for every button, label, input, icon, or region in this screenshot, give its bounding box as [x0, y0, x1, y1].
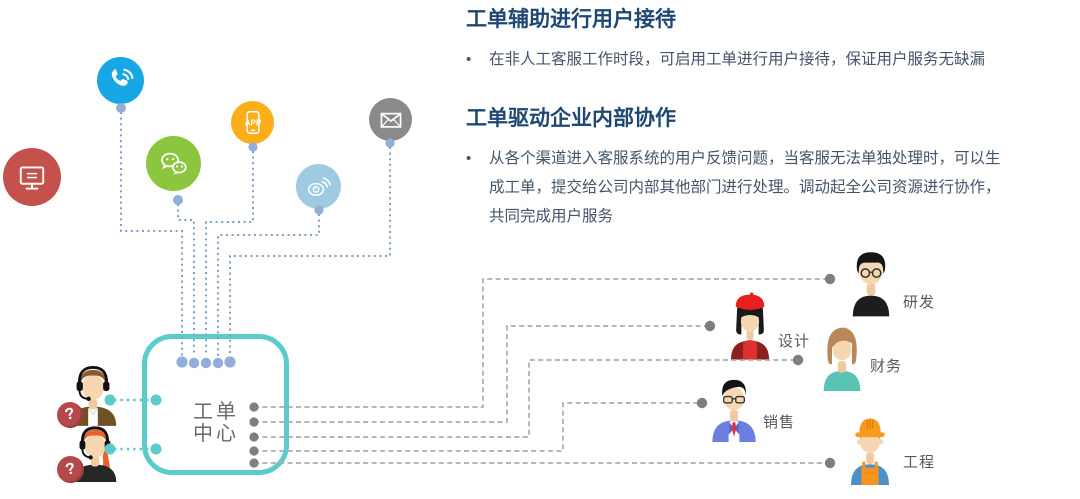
- route-design: [254, 325, 707, 423]
- desktop-web-icon: [3, 148, 61, 206]
- label-engineering: 工程: [903, 454, 936, 471]
- email-icon: [369, 98, 412, 141]
- weibo-glyph: [307, 177, 332, 196]
- app-icon: APP: [231, 101, 274, 144]
- wechat-icon: [146, 136, 201, 191]
- avatar-finance: [817, 319, 867, 398]
- section-heading: 工单驱动企业内部协作: [466, 107, 676, 130]
- app-label: APP: [244, 118, 261, 127]
- weibo-icon: [296, 164, 341, 209]
- text-column: 工单辅助进行用户接待 • 在非人工客服工作时段，可启用工单进行用户接待，保证用户…: [466, 6, 1011, 231]
- route-sales: [254, 402, 699, 452]
- envelope-glyph: [380, 112, 401, 128]
- wechat-glyph: [161, 152, 187, 175]
- agent-female-avatar: [66, 424, 124, 487]
- avatar-sales: [707, 370, 761, 447]
- phone-icon: [97, 57, 144, 104]
- app-glyph: APP: [244, 110, 261, 134]
- bullet-item: • 在非人工客服工作时段，可启用工单进行用户接待，保证用户服务无缺漏: [466, 45, 1011, 74]
- bullet-marker: •: [466, 150, 472, 167]
- label-sales: 销售: [763, 414, 796, 431]
- label-rnd: 研发: [903, 294, 936, 311]
- avatar-design: [724, 290, 776, 365]
- ticket-center-box: 工单 中心: [142, 334, 289, 475]
- bullet-marker: •: [466, 51, 472, 68]
- section-user-reception: 工单辅助进行用户接待 • 在非人工客服工作时段，可启用工单进行用户接待，保证用户…: [466, 6, 1011, 74]
- section-internal-collaboration: 工单驱动企业内部协作 • 从各个渠道进入客服系统的用户反馈问题，当客服无法单独处…: [466, 105, 1011, 231]
- label-finance: 财务: [870, 358, 903, 375]
- ticket-center-label: 工单 中心: [193, 401, 239, 445]
- avatar-rnd: [845, 243, 897, 322]
- avatar-engineering: [844, 409, 896, 490]
- bullet-text: 在非人工客服工作时段，可启用工单进行用户接待，保证用户服务无缺漏: [489, 51, 986, 68]
- bullet-item: • 从各个渠道进入客服系统的用户反馈问题，当客服无法单独处理时，可以生成工单，提…: [466, 144, 1011, 231]
- monitor-glyph: [19, 166, 45, 190]
- app-route: [205, 151, 254, 356]
- section-heading: 工单辅助进行用户接待: [466, 8, 676, 31]
- bullet-text: 从各个渠道进入客服系统的用户反馈问题，当客服无法单独处理时，可以生成工单，提交给…: [489, 150, 1001, 225]
- label-design: 设计: [778, 333, 811, 350]
- phone-glyph: [111, 68, 134, 86]
